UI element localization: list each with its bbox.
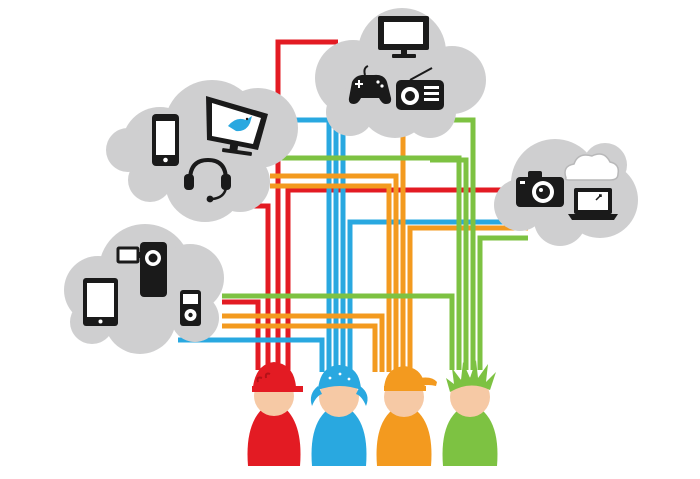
person-green xyxy=(442,360,498,466)
people xyxy=(247,360,498,466)
person-red xyxy=(247,362,303,466)
tv-icon xyxy=(378,16,429,58)
camera-icon xyxy=(516,171,564,207)
green-line-phone-cloud xyxy=(270,155,462,370)
smartphone-icon xyxy=(152,114,179,166)
radio-icon xyxy=(396,67,444,110)
orange-line-media-cloud xyxy=(222,313,385,372)
device-icons xyxy=(83,16,620,326)
red-line-camera-cloud xyxy=(285,187,518,370)
laptop-icon xyxy=(568,188,618,220)
headset-icon xyxy=(184,157,231,203)
green-line-camera-cloud xyxy=(477,235,528,370)
mp3-player-icon xyxy=(180,290,201,326)
orange-line-phone-cloud-2 xyxy=(270,183,392,372)
red-line-phone-cloud xyxy=(220,203,271,370)
red-line-media-cloud xyxy=(222,299,261,370)
monitor-bird-icon xyxy=(206,96,268,156)
camcorder-icon xyxy=(116,242,167,297)
cloud-phone-social xyxy=(106,80,298,222)
orange-lines xyxy=(222,136,528,372)
gamepad-icon xyxy=(348,65,392,104)
green-line-media-cloud xyxy=(222,293,455,370)
cloud-camera-laptop xyxy=(494,139,638,246)
orange-line-media-cloud-2 xyxy=(222,323,378,372)
orange-line-phone-cloud xyxy=(270,173,399,372)
blue-line-media-cloud xyxy=(178,337,325,372)
tablet-icon xyxy=(83,278,118,326)
person-blue xyxy=(310,365,368,466)
red-line-tv-cloud xyxy=(275,39,338,370)
connection-lines xyxy=(178,39,528,372)
small-cloud-icon xyxy=(564,153,620,181)
orange-line-camera-cloud xyxy=(407,225,528,372)
person-orange xyxy=(376,366,437,466)
